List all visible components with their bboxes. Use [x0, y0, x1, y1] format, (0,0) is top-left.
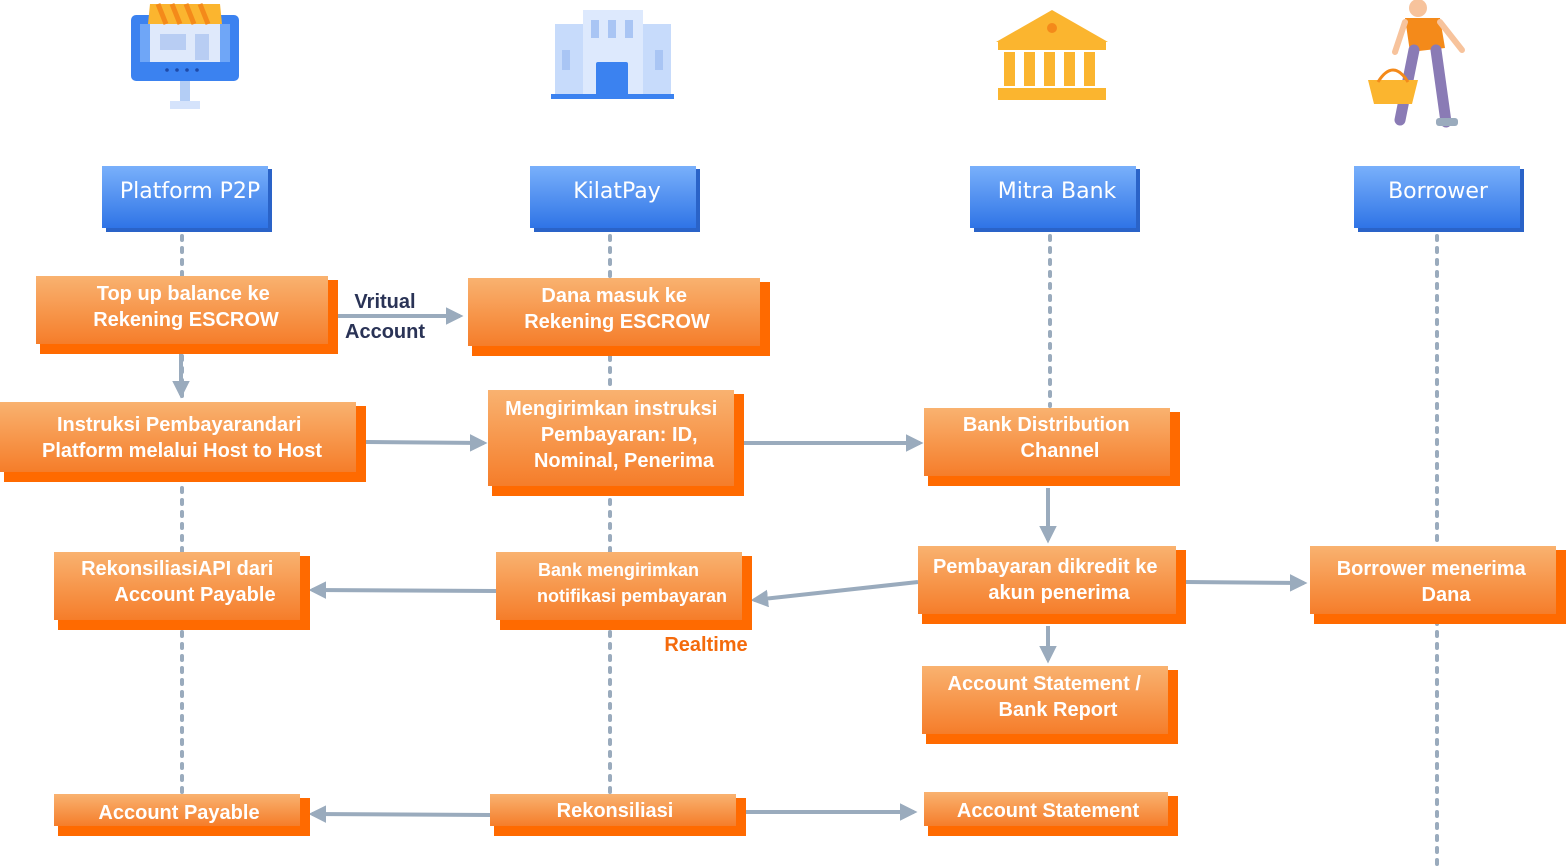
box-dana-masuk-line-2: Rekening ESCROW [524, 311, 710, 333]
svg-text:Mengirimkan instruksi Pe: Mengirimkan instruksi Pembayaran: ID, No… [505, 398, 723, 472]
bank-building-icon [996, 10, 1108, 100]
lane-header-bank: Mitra Bank [970, 166, 1140, 232]
box-dana-masuk-line-1: Dana masuk ke [541, 285, 687, 307]
arrow-dikredit-to-notif [750, 580, 919, 608]
arrow-dikredit-to-borrower [1185, 574, 1308, 592]
svg-text:Pembayaran dikredit ke a: Pembayaran dikredit ke akun penerima [933, 556, 1163, 604]
box-bank-report: Account Statement / Bank Report [922, 666, 1178, 744]
box-topup: Top up balance ke Rekening ESCROW [36, 276, 338, 354]
lane-header-borrower: Borrower [1354, 166, 1524, 232]
svg-text:Instruksi Pembayarandari: Instruksi Pembayarandari Platform melalu… [42, 414, 322, 462]
box-bank-channel-line-1: Bank Distribution [963, 414, 1130, 436]
box-bank-report-line-2: Bank Report [999, 699, 1118, 721]
box-borrower-terima-line-2: Dana [1422, 584, 1472, 606]
lane-header-p2p: Platform P2P [102, 166, 272, 232]
svg-text:Bank Distribution Channe: Bank Distribution Channel [963, 414, 1135, 462]
box-rekonsiliasi-api-line-2: Account Payable [114, 584, 275, 606]
lane-header-bank-label: Mitra Bank [998, 179, 1117, 204]
arrow-notif-to-rekonapi [308, 581, 497, 599]
box-bank-channel-line-2: Channel [1021, 440, 1100, 462]
box-kirim-instruksi-line-3: Nominal, Penerima [534, 450, 715, 472]
arrow-instruksi-to-kirim [365, 434, 488, 452]
box-instruksi-platform-line-1: Instruksi Pembayarandari [57, 414, 302, 436]
box-bank-report-line-1: Account Statement / [948, 673, 1142, 695]
svg-text:Top up balance ke Rekeni: Top up balance ke Rekening ESCROW [93, 283, 279, 331]
office-building-icon [551, 10, 674, 99]
box-rekonsiliasi: Rekonsiliasi [490, 794, 746, 836]
box-kirim-instruksi-line-1: Mengirimkan instruksi [505, 398, 717, 420]
arrows [172, 307, 1308, 823]
box-topup-line-1: Top up balance ke [97, 283, 270, 305]
box-account-statement-label: Account Statement [957, 800, 1140, 822]
lane-header-kilatpay: KilatPay [530, 166, 700, 232]
person-with-basket-icon [1368, 0, 1465, 128]
arrow-rekon-to-payable [308, 805, 491, 823]
svg-text:RekonsiliasiAPI dari Acc: RekonsiliasiAPI dari Account Payable [81, 558, 279, 606]
box-kirim-instruksi-line-2: Pembayaran: ID, [541, 424, 698, 446]
box-account-payable-label: Account Payable [98, 802, 259, 824]
online-shop-monitor-icon [131, 3, 239, 109]
box-rekonsiliasi-api-line-1: RekonsiliasiAPI dari [81, 558, 273, 580]
box-borrower-terima-line-1: Borrower menerima [1337, 558, 1527, 580]
svg-text:Account Statement / Bank: Account Statement / Bank Report [948, 673, 1147, 721]
box-kirim-instruksi: Mengirimkan instruksi Pembayaran: ID, No… [488, 390, 744, 496]
box-notif-bank-line-1: Bank mengirimkan [538, 560, 699, 580]
svg-text:Dana masuk ke Rekening: Dana masuk ke Rekening ESCROW [524, 285, 710, 333]
box-notif-bank: Bank mengirimkan notifikasi pembayaran [496, 552, 752, 630]
box-account-statement: Account Statement [924, 792, 1178, 836]
lane-header-borrower-label: Borrower [1388, 179, 1489, 204]
box-dikredit-line-1: Pembayaran dikredit ke [933, 556, 1158, 578]
lane-header-p2p-label: Platform P2P [120, 179, 260, 204]
box-borrower-terima: Borrower menerima Dana [1310, 546, 1566, 624]
box-dikredit-line-2: akun penerima [988, 582, 1130, 604]
box-notif-bank-line-2: notifikasi pembayaran [537, 586, 727, 606]
edge-label-virtual-account-2: Account [345, 321, 425, 343]
box-dikredit: Pembayaran dikredit ke akun penerima [918, 546, 1186, 624]
realtime-label: Realtime [664, 634, 747, 656]
box-account-payable: Account Payable [54, 794, 310, 836]
box-topup-line-2: Rekening ESCROW [93, 309, 279, 331]
box-dana-masuk: Dana masuk ke Rekening ESCROW [468, 278, 770, 356]
box-rekonsiliasi-label: Rekonsiliasi [557, 800, 674, 822]
box-instruksi-platform-line-2: Platform melalui Host to Host [42, 440, 322, 462]
svg-text:Borrower menerima Dana: Borrower menerima Dana [1337, 558, 1532, 606]
box-bank-channel: Bank Distribution Channel [924, 408, 1180, 486]
lane-header-kilatpay-label: KilatPay [573, 179, 661, 204]
box-instruksi-platform: Instruksi Pembayarandari Platform melalu… [0, 402, 366, 482]
svg-text:Bank mengirimkan notifik: Bank mengirimkan notifikasi pembayaran [537, 560, 727, 606]
edge-label-virtual-account-1: Vritual [354, 291, 415, 313]
box-rekonsiliasi-api: RekonsiliasiAPI dari Account Payable [54, 552, 310, 630]
